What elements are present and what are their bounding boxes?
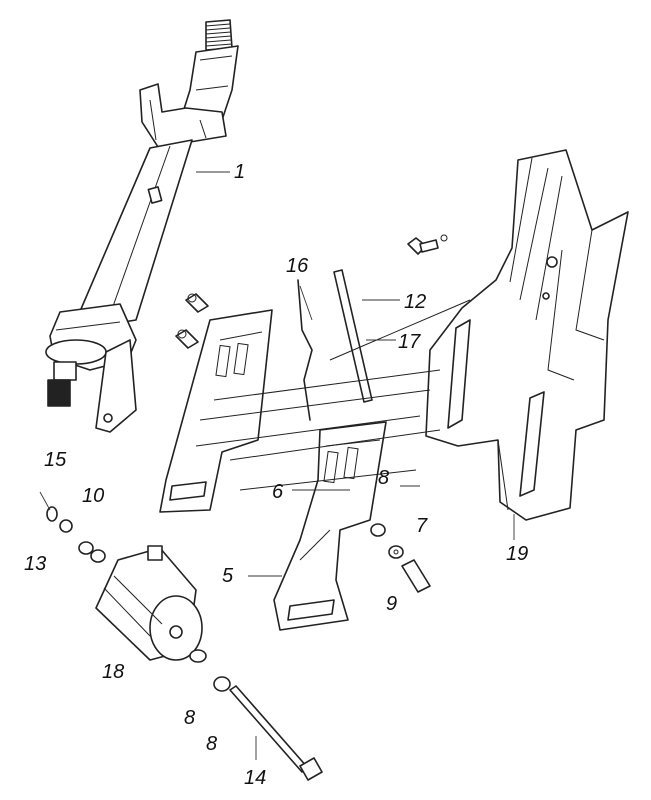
label-16: 16: [286, 255, 309, 277]
label-6: 6: [272, 481, 284, 503]
support-bracket: [425, 149, 629, 521]
label-12: 12: [404, 291, 426, 313]
left-plate: [159, 293, 273, 513]
label-13: 13: [24, 553, 46, 575]
label-15: 15: [44, 449, 67, 471]
label-9: 9: [386, 593, 397, 615]
bolt-top: [407, 234, 448, 255]
motor-part-18: [95, 545, 207, 663]
label-10: 10: [82, 485, 104, 507]
strap-part-17: [333, 269, 373, 403]
label-5: 5: [222, 565, 234, 587]
fasteners-right: [370, 523, 431, 593]
label-8-lower-b: 8: [206, 733, 217, 755]
label-17: 17: [398, 331, 421, 353]
label-7: 7: [416, 515, 428, 537]
label-8-lower-a: 8: [184, 707, 195, 729]
ghost-lines: [195, 299, 471, 491]
leader-lines: [39, 171, 515, 760]
label-8-right: 8: [378, 467, 389, 489]
wire-part-16: [297, 279, 313, 421]
long-bolt-part-14: [213, 676, 323, 781]
label-1: 1: [234, 161, 245, 183]
steering-column: [45, 19, 239, 433]
washers-left: [46, 506, 106, 563]
label-14: 14: [244, 767, 266, 789]
label-18: 18: [102, 661, 124, 683]
callout-labels: 1 16 12 17 6 8 7 19 5 9 15 10 13 18 8 8 …: [24, 161, 528, 789]
label-19: 19: [506, 543, 528, 565]
main-plate-part-5: [273, 421, 387, 631]
